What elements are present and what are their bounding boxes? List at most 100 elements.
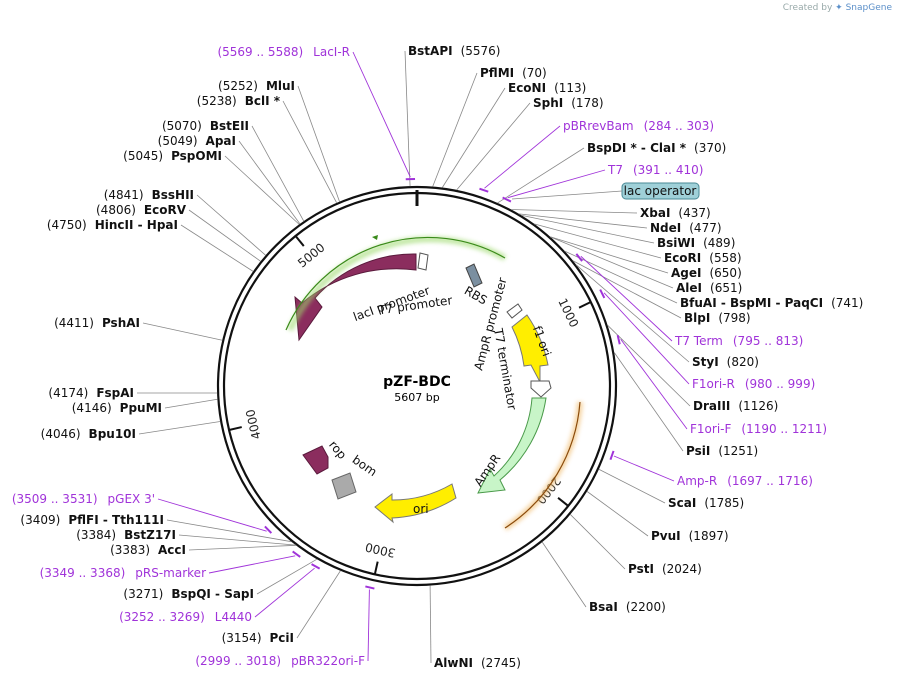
enzyme-label[interactable]: (5049)ApaI bbox=[158, 134, 236, 148]
enzyme-label[interactable]: BspDI * - ClaI *(370) bbox=[587, 141, 726, 155]
primer-label[interactable]: T7 (391 .. 410) bbox=[607, 163, 703, 177]
enzyme-position: (1126) bbox=[738, 399, 778, 413]
lac-operator-badge[interactable]: lac operator bbox=[511, 182, 700, 200]
enzyme-label[interactable]: StyI(820) bbox=[692, 355, 759, 369]
enzyme-label[interactable]: PflMI(70) bbox=[480, 66, 547, 80]
enzyme-leader bbox=[224, 155, 300, 225]
enzyme-label[interactable]: BsiWI(489) bbox=[657, 236, 735, 250]
enzyme-label[interactable]: BfuAI - BspMI - PaqCI(741) bbox=[680, 296, 863, 310]
primer-leader bbox=[157, 498, 267, 532]
primer-name: L4440 bbox=[215, 610, 252, 624]
feature-ampr-arrow[interactable] bbox=[477, 397, 547, 494]
enzyme-position: (5070) bbox=[162, 119, 202, 133]
enzyme-name: BstZ17I bbox=[124, 528, 176, 542]
primer-label[interactable]: pBRrevBam(284 .. 303) bbox=[563, 119, 714, 133]
primer-name: pGEX 3' bbox=[108, 492, 155, 506]
enzyme-label[interactable]: BsaI(2200) bbox=[589, 600, 666, 614]
enzyme-name: BssHII bbox=[152, 188, 194, 202]
primer-name: pBRrevBam bbox=[563, 119, 634, 133]
enzyme-label[interactable]: NdeI(477) bbox=[650, 221, 722, 235]
snapgene-logo-icon: ✦ bbox=[835, 3, 843, 13]
enzyme-leader bbox=[511, 209, 638, 214]
enzyme-leader bbox=[256, 558, 318, 595]
primer-range: (391 .. 410) bbox=[633, 163, 703, 177]
enzyme-name: PshAI bbox=[102, 316, 140, 330]
primer-name: T7 bbox=[607, 163, 623, 177]
enzyme-label[interactable]: DraIII(1126) bbox=[693, 399, 778, 413]
primer-arc-laci bbox=[287, 236, 507, 332]
enzyme-position: (4841) bbox=[104, 188, 144, 202]
primer-bar bbox=[365, 585, 375, 590]
primer-label[interactable]: F1ori-R(980 .. 999) bbox=[692, 377, 815, 391]
enzyme-label[interactable]: (3409)PflFI - Tth111I bbox=[20, 513, 164, 527]
primer-label[interactable]: (3509 .. 3531)pGEX 3' bbox=[12, 492, 155, 506]
primer-bar bbox=[311, 563, 321, 570]
enzyme-label[interactable]: BlpI(798) bbox=[684, 311, 751, 325]
primer-label[interactable]: (5569 .. 5588)LacI-R bbox=[217, 45, 350, 59]
enzyme-name: BclI * bbox=[245, 94, 281, 108]
enzyme-label[interactable]: BstAPI(5576) bbox=[408, 44, 500, 58]
feature-ori-arrow[interactable] bbox=[374, 483, 457, 524]
enzyme-name: PpuMI bbox=[120, 401, 162, 415]
primer-bar bbox=[264, 525, 273, 534]
enzyme-label[interactable]: AlwNI(2745) bbox=[434, 656, 521, 670]
enzyme-position: (5238) bbox=[197, 94, 237, 108]
primer-label[interactable]: Amp-R(1697 .. 1716) bbox=[677, 474, 813, 488]
enzyme-leader bbox=[178, 534, 296, 546]
enzyme-label[interactable]: PvuI(1897) bbox=[651, 529, 729, 543]
enzyme-label[interactable]: (5045)PspOMI bbox=[123, 149, 222, 163]
enzyme-label[interactable]: AgeI(650) bbox=[671, 266, 742, 280]
enzyme-label[interactable]: (5070)BstEII bbox=[162, 119, 249, 133]
primer-label[interactable]: (3349 .. 3368)pRS-marker bbox=[40, 566, 206, 580]
enzyme-leader bbox=[432, 72, 478, 187]
enzyme-position: (4750) bbox=[47, 218, 87, 232]
enzyme-leader bbox=[251, 125, 305, 222]
enzyme-leader bbox=[575, 264, 690, 363]
feature-rop-arrow[interactable] bbox=[302, 445, 329, 475]
enzyme-label[interactable]: (4411)PshAI bbox=[54, 316, 140, 330]
enzyme-label[interactable]: PstI(2024) bbox=[628, 562, 702, 576]
enzyme-label[interactable]: (3384)BstZ17I bbox=[76, 528, 176, 542]
tick-mark bbox=[578, 301, 592, 309]
enzyme-leader bbox=[564, 250, 678, 304]
enzyme-leader bbox=[541, 541, 587, 608]
enzyme-label[interactable]: XbaI(437) bbox=[640, 206, 711, 220]
primer-label[interactable]: (3252 .. 3269)L4440 bbox=[119, 610, 252, 624]
enzyme-label[interactable]: SphI(178) bbox=[533, 96, 604, 110]
enzyme-position: (3409) bbox=[20, 513, 60, 527]
enzyme-label[interactable]: PsiI(1251) bbox=[686, 444, 758, 458]
enzyme-position: (4174) bbox=[48, 386, 88, 400]
enzyme-label[interactable]: ScaI(1785) bbox=[668, 496, 744, 510]
enzyme-label[interactable]: (3383)AccI bbox=[110, 543, 186, 557]
enzyme-label[interactable]: (4146)PpuMI bbox=[72, 401, 162, 415]
enzyme-label[interactable]: AleI(651) bbox=[676, 281, 742, 295]
enzyme-label[interactable]: EcoRI(558) bbox=[664, 251, 742, 265]
enzyme-position: (178) bbox=[571, 96, 603, 110]
feature-laci-arrow[interactable] bbox=[294, 253, 417, 342]
enzyme-position: (558) bbox=[709, 251, 741, 265]
tick-mark bbox=[294, 235, 305, 247]
primer-label[interactable]: F1ori-F(1190 .. 1211) bbox=[690, 422, 827, 436]
enzyme-label[interactable]: (5238) BclI * bbox=[197, 94, 281, 108]
enzyme-label[interactable]: (4174)FspAI bbox=[48, 386, 134, 400]
enzyme-label[interactable]: (4750)HincII - HpaI bbox=[47, 218, 178, 232]
enzyme-label[interactable]: EcoNI(113) bbox=[508, 81, 586, 95]
feature-ampr-promoter-arrow bbox=[530, 380, 552, 398]
enzyme-leader bbox=[441, 87, 506, 188]
enzyme-label[interactable]: (4841) BssHII bbox=[104, 188, 194, 202]
primer-label[interactable]: T7 Term(795 .. 813) bbox=[674, 334, 803, 348]
enzyme-label[interactable]: (4806)EcoRV bbox=[96, 203, 187, 217]
primer-label[interactable]: (2999 .. 3018)pBR322ori-F bbox=[195, 654, 365, 668]
enzyme-label[interactable]: (3271)BspQI - SapI bbox=[123, 587, 254, 601]
enzyme-leader bbox=[429, 585, 432, 664]
primer-name: F1ori-R bbox=[692, 377, 735, 391]
enzyme-position: (651) bbox=[710, 281, 742, 295]
enzyme-label[interactable]: (4046)Bpu10I bbox=[41, 427, 136, 441]
enzyme-position: (2200) bbox=[626, 600, 666, 614]
enzyme-label[interactable]: (5252)MluI bbox=[218, 79, 295, 93]
enzyme-name: PflMI bbox=[480, 66, 514, 80]
enzyme-label[interactable]: (3154)PciI bbox=[222, 631, 294, 645]
primer-arc-ampr bbox=[503, 401, 583, 531]
tick-mark bbox=[557, 497, 569, 507]
